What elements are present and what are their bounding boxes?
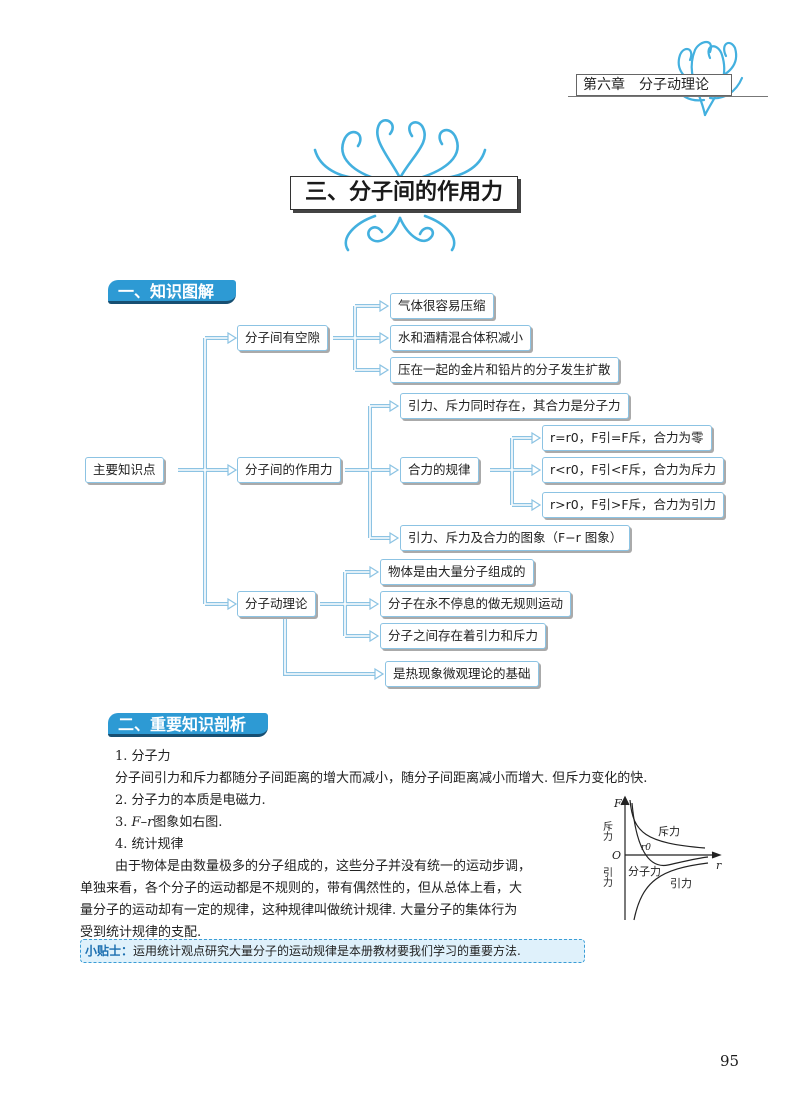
net-curve-label: 分子力: [628, 865, 661, 878]
item4-text-4: 受到统计规律的支配.: [80, 925, 202, 940]
mindmap-force: 分子间的作用力: [237, 457, 341, 483]
mindmap-connectors: [178, 299, 542, 681]
mindmap-kinetic-item: 分子在永不停息的做无规则运动: [380, 591, 572, 617]
origin-label: O: [612, 849, 621, 862]
mindmap-gap-item: 气体很容易压缩: [390, 293, 494, 319]
item4-text-1: 由于物体是由数量极多的分子组成的，这些分子并没有统一的运动步调，: [115, 859, 532, 874]
mindmap-gap: 分子间有空隙: [237, 325, 329, 351]
mindmap-basis: 是热现象微观理论的基础: [385, 661, 539, 687]
y-axis-label: F: [613, 797, 622, 810]
mindmap-gap-item: 压在一起的金片和铅片的分子发生扩散: [390, 357, 619, 383]
header-rule: [568, 96, 768, 97]
chapter-header: 第六章 分子动理论: [576, 74, 732, 96]
item3: 3. F–r图象如右图.: [115, 812, 222, 835]
item2: 2. 分子力的本质是电磁力.: [115, 793, 266, 808]
item1-title: 1. 分子力: [115, 749, 171, 764]
mindmap-kinetic-item: 分子之间存在着引力和斥力: [380, 623, 547, 649]
mindmap-net-item: r>r0，F引>F斥，合力为引力: [542, 492, 725, 518]
attraction-curve: [633, 862, 709, 921]
attraction-side-label: 引力: [601, 867, 613, 888]
item4-title: 4. 统计规律: [115, 837, 184, 852]
section-heading-1-text: 一、知识图解: [118, 282, 215, 301]
section-heading-2-text: 二、重要知识剖析: [118, 715, 247, 734]
attraction-side-text: 引力: [601, 867, 613, 888]
repulsion-side-text: 斥力: [601, 821, 613, 842]
mindmap-net-item: r<r0，F引<F斥，合力为斥力: [542, 457, 725, 483]
repulsion-curve: [629, 799, 706, 849]
mindmap-net-item: r=r0，F引=F斥，合力为零: [542, 425, 712, 451]
mindmap-gap-item: 水和酒精混合体积减小: [390, 325, 532, 351]
item4-text-3: 量分子的运动却有一定的规律，这种规律叫做统计规律. 大量分子的集体行为: [80, 903, 518, 918]
item4-text-2: 单独来看，各个分子的运动都是不规则的，带有偶然性的，但从总体上看，大: [80, 881, 523, 896]
repulsion-curve-label: 斥力: [658, 825, 680, 838]
mindmap-root: 主要知识点: [85, 457, 164, 483]
repulsion-side-label: 斥力: [601, 821, 613, 842]
mindmap-kinetic: 分子动理论: [237, 591, 316, 617]
mindmap-force-item: 引力、斥力及合力的图象（F−r 图象）: [400, 525, 631, 551]
mindmap-kinetic-item: 物体是由大量分子组成的: [380, 559, 534, 585]
attraction-curve-label: 引力: [670, 876, 692, 890]
section-heading-2: 二、重要知识剖析: [108, 713, 268, 737]
title-ornament: [313, 119, 487, 252]
page-title: 三、分子间的作用力: [290, 176, 518, 210]
page-number: 95: [720, 1052, 740, 1070]
fr-graph: F r O r0 斥力 引力 斥力 分子力 引力: [601, 795, 722, 921]
item3-prefix: 3.: [115, 815, 132, 830]
x-axis-label: r: [716, 859, 722, 872]
tip-label: 小贴士：: [85, 944, 134, 958]
tip-bar: 小贴士：运用统计观点研究大量分子的运动规律是本册教材要我们学习的重要方法.: [80, 939, 585, 963]
mindmap-net: 合力的规律: [400, 457, 479, 483]
mindmap-force-item: 引力、斥力同时存在，其合力是分子力: [400, 393, 629, 419]
net-curve: [631, 802, 709, 867]
r0-label: r0: [641, 843, 651, 853]
item3-fr: F–r: [131, 815, 154, 830]
section-heading-1: 一、知识图解: [108, 280, 236, 304]
tip-text: 运用统计观点研究大量分子的运动规律是本册教材要我们学习的重要方法.: [133, 944, 521, 958]
item3-suffix: 图象如右图.: [153, 815, 223, 830]
item1-text: 分子间引力和斥力都随分子间距离的增大而减小，随分子间距离减小而增大. 但斥力变化…: [115, 771, 648, 786]
